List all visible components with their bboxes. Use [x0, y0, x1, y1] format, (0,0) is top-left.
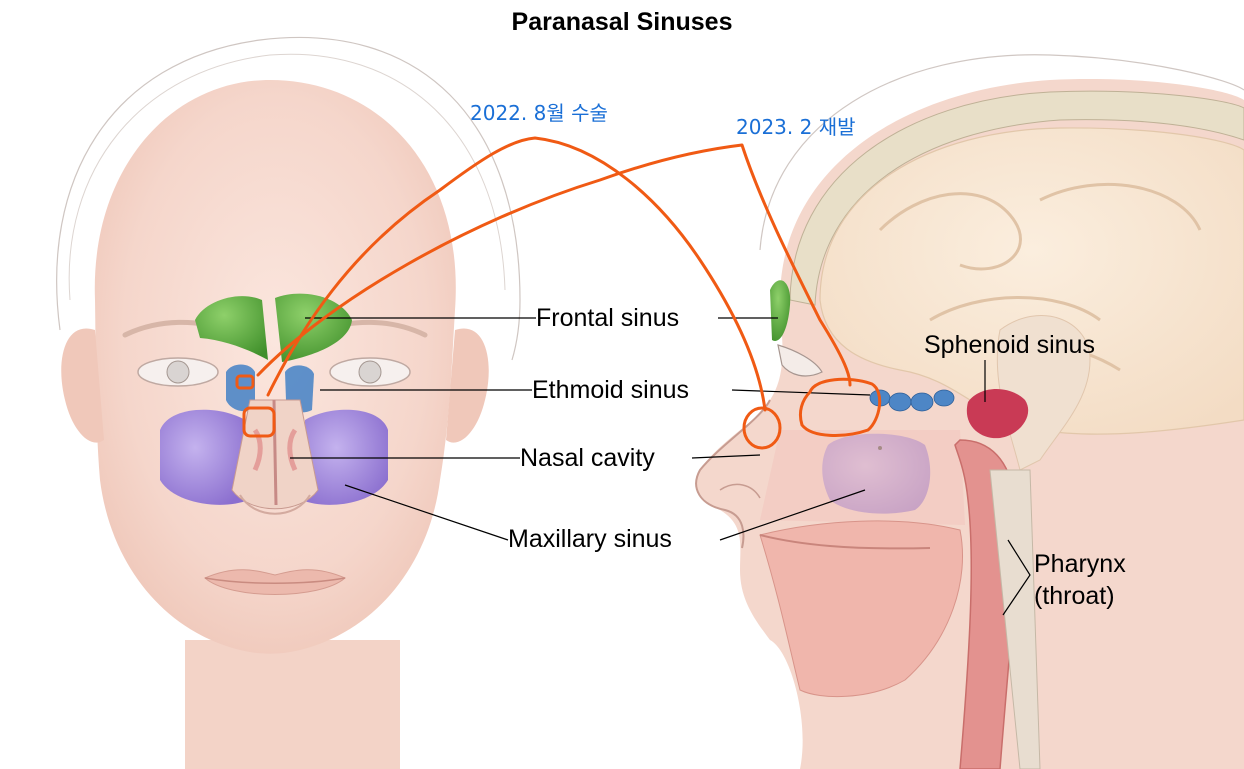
leader-ethmoid-right: [731, 389, 871, 396]
leader-maxillary-right: [719, 489, 866, 541]
page-title: Paranasal Sinuses: [511, 8, 733, 36]
annotation-recurrence-date: 2023. 2 재발: [736, 115, 856, 139]
annotation-box-small: [235, 374, 255, 390]
annotation-curve-2023: [256, 143, 852, 387]
label-ethmoid-sinus: Ethmoid sinus: [532, 376, 690, 404]
label-maxillary-sinus: Maxillary sinus: [508, 525, 672, 553]
leader-pharynx: [1002, 539, 1031, 616]
label-pharynx: Pharynx: [1034, 550, 1126, 578]
annotation-circle-profile: [742, 406, 782, 450]
front-face-illustration: [56, 36, 521, 769]
leader-lines: [290, 317, 1031, 616]
side-profile-illustration: [695, 54, 1244, 769]
label-sphenoid-sinus: Sphenoid sinus: [924, 331, 1095, 359]
hand-annotations: [235, 136, 882, 450]
leader-nasal-right: [691, 454, 761, 459]
annotation-oval-ethmoid: [798, 377, 882, 437]
leader-maxillary-left: [344, 484, 509, 541]
annotation-box-nasal: [242, 406, 276, 438]
label-nasal-cavity: Nasal cavity: [520, 444, 655, 472]
annotation-surgery-date: 2022. 8월 수술: [470, 101, 608, 125]
label-frontal-sinus: Frontal sinus: [536, 304, 680, 332]
label-throat: (throat): [1034, 582, 1115, 610]
annotation-curve-2022: [266, 136, 767, 412]
